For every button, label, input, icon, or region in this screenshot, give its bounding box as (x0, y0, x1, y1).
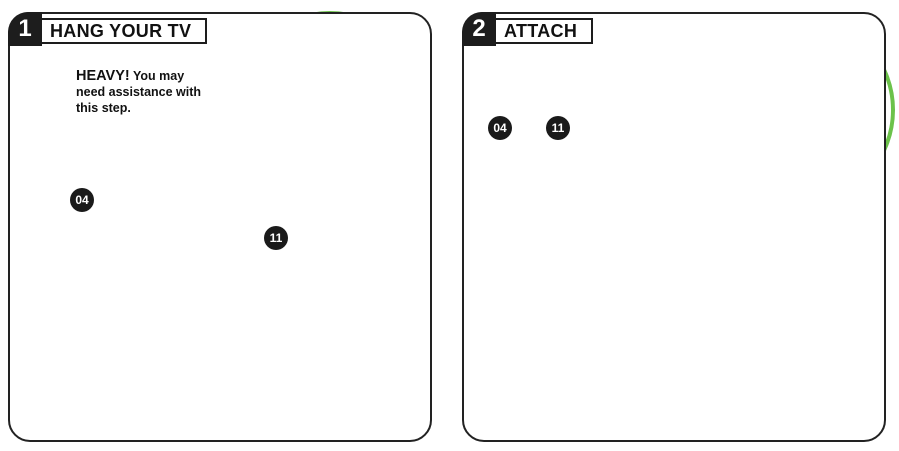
part-label-04-left: 04 (70, 188, 94, 212)
heavy-warning-text: You may need assistance with this step. (76, 69, 202, 115)
heavy-warning-emphasis: HEAVY! (76, 68, 130, 84)
part-label-11-left: 11 (264, 226, 288, 250)
step-1-title: HANG YOUR TV (42, 18, 208, 44)
step-1-panel: 1 HANG YOUR TV HEAVY! You may need assis… (8, 12, 432, 442)
step-2-title: ATTACH (496, 18, 594, 44)
part-label-04-right: 04 (488, 116, 512, 140)
step-2-number: 2 (462, 12, 496, 46)
heavy-warning: HEAVY! You may need assistance with this… (76, 68, 211, 116)
step-1-number: 1 (8, 12, 42, 46)
step-2-panel: 2 ATTACH (462, 12, 886, 442)
part-label-11-right: 11 (546, 116, 570, 140)
